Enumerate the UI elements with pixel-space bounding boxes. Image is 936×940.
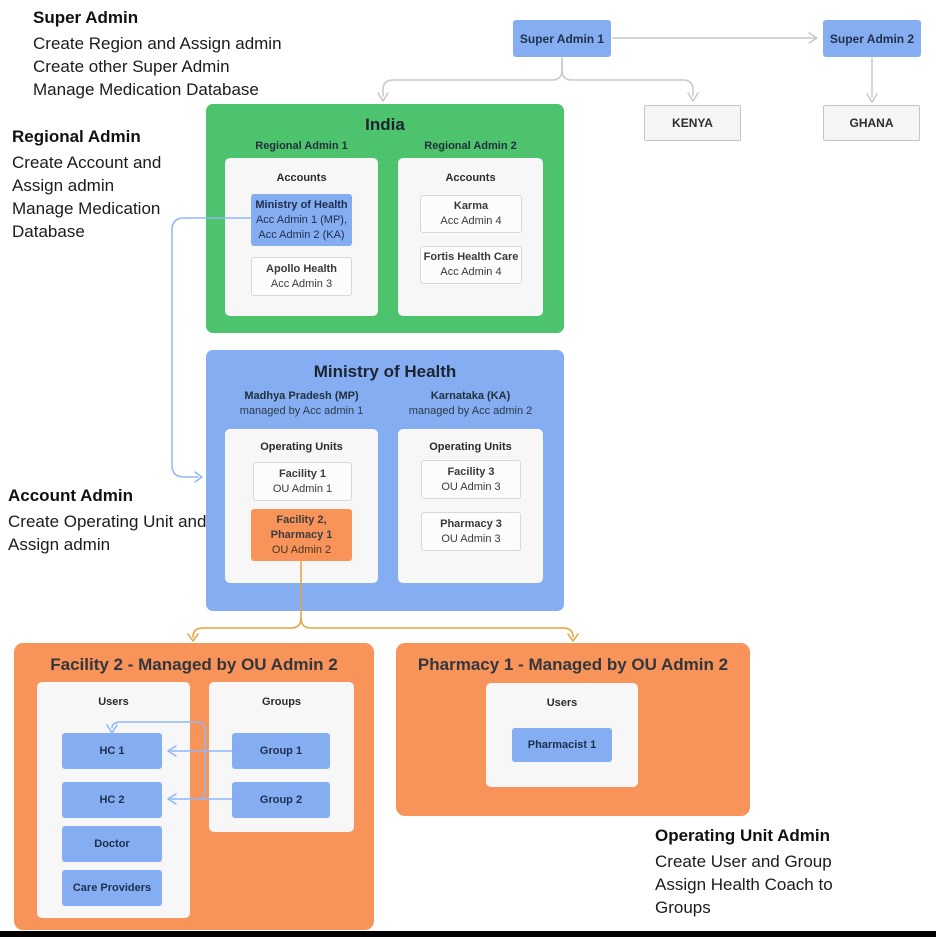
note-line: Assign Health Coach to bbox=[655, 875, 833, 894]
super-admin-note-title: Super Admin bbox=[33, 8, 139, 27]
regional-admin-note-title: Regional Admin bbox=[12, 127, 141, 146]
regional-admin-1-accounts-panel: Accounts Ministry of Health Acc Admin 1 … bbox=[225, 158, 378, 316]
group-chip-2: Group 2 bbox=[232, 782, 330, 818]
facility-2-pharmacy-1-card: Facility 2, Pharmacy 1 OU Admin 2 bbox=[251, 509, 352, 561]
arrowhead-down-icon bbox=[187, 633, 199, 642]
arrowhead-down-icon bbox=[866, 93, 878, 103]
ka-operating-units-panel: Operating Units Facility 3 OU Admin 3 Ph… bbox=[398, 429, 543, 583]
facility-2-users-panel: Users HC 1 HC 2 Doctor Care Providers bbox=[37, 682, 190, 918]
regional-admin-1-label: Regional Admin 1 bbox=[255, 140, 348, 152]
pharmacy-1-region-title: Pharmacy 1 - Managed by OU Admin 2 bbox=[417, 655, 729, 674]
note-line: Create Operating Unit and bbox=[8, 512, 207, 531]
madhya-pradesh-sublabel: managed by Acc admin 1 bbox=[239, 405, 364, 417]
bottom-bar bbox=[0, 931, 936, 937]
edge-oucard-to-pharmacy1 bbox=[300, 617, 574, 638]
operating-units-panel-title: Operating Units bbox=[429, 441, 512, 453]
unit-name: Facility 3 bbox=[447, 465, 495, 478]
account-admin-line: Acc Admin 2 (KA) bbox=[258, 228, 345, 241]
note-line: Assign admin bbox=[12, 176, 115, 195]
facility-1-card: Facility 1 OU Admin 1 bbox=[253, 462, 352, 501]
unit-name: Pharmacy 1 bbox=[270, 528, 333, 541]
mp-operating-units-panel: Operating Units Facility 1 OU Admin 1 Fa… bbox=[225, 429, 378, 583]
operating-unit-admin-note: Operating Unit Admin Create User and Gro… bbox=[655, 824, 833, 919]
pharmacy-3-card: Pharmacy 3 OU Admin 3 bbox=[421, 512, 521, 551]
arrowhead-down-icon bbox=[567, 633, 579, 642]
super-admin-1-node: Super Admin 1 bbox=[513, 20, 611, 57]
user-chip-pharmacist-1: Pharmacist 1 bbox=[512, 728, 612, 762]
note-line: Groups bbox=[655, 898, 711, 917]
note-line: Manage Medication Database bbox=[33, 80, 259, 99]
arrowhead-down-icon bbox=[377, 92, 389, 102]
kenya-node: KENYA bbox=[644, 105, 741, 141]
unit-name: Facility 1 bbox=[278, 467, 327, 480]
group-chip-1: Group 1 bbox=[232, 733, 330, 769]
madhya-pradesh-label: Madhya Pradesh (MP) bbox=[244, 390, 359, 402]
facility-3-card: Facility 3 OU Admin 3 bbox=[421, 460, 521, 499]
account-admin-line: Acc Admin 3 bbox=[270, 277, 333, 290]
karma-account-card: Karma Acc Admin 4 bbox=[420, 195, 522, 233]
ministry-of-health-account-card: Ministry of Health Acc Admin 1 (MP), Acc… bbox=[251, 194, 352, 246]
unit-admin-line: OU Admin 3 bbox=[441, 480, 501, 493]
account-name: Ministry of Health bbox=[255, 198, 348, 211]
operating-unit-admin-note-title: Operating Unit Admin bbox=[655, 826, 831, 845]
karnataka-label: Karnataka (KA) bbox=[430, 390, 511, 402]
pharmacy-1-users-panel: Users Pharmacist 1 bbox=[486, 683, 638, 787]
user-chip-doctor: Doctor bbox=[62, 826, 162, 862]
account-admin-line: Acc Admin 4 bbox=[440, 266, 502, 278]
india-region: India Regional Admin 1 Regional Admin 2 … bbox=[206, 104, 564, 333]
unit-name: Pharmacy 3 bbox=[440, 517, 502, 530]
accounts-panel-title: Accounts bbox=[276, 172, 327, 184]
karnataka-sublabel: managed by Acc admin 2 bbox=[408, 405, 533, 417]
user-chip-care-providers: Care Providers bbox=[62, 870, 162, 906]
super-admin-note: Super Admin Create Region and Assign adm… bbox=[33, 6, 282, 101]
apollo-health-account-card: Apollo Health Acc Admin 3 bbox=[251, 257, 352, 296]
users-panel-title: Users bbox=[546, 697, 578, 709]
pharmacy-1-region: Pharmacy 1 - Managed by OU Admin 2 Users… bbox=[396, 643, 750, 816]
groups-panel-title: Groups bbox=[261, 696, 302, 708]
account-name: Fortis Health Care bbox=[423, 251, 519, 263]
unit-admin-line: OU Admin 2 bbox=[271, 543, 332, 556]
unit-admin-line: OU Admin 3 bbox=[441, 532, 501, 545]
account-admin-note: Account Admin Create Operating Unit and … bbox=[8, 484, 206, 556]
unit-name: Facility 2, bbox=[276, 513, 327, 526]
users-panel-title: Users bbox=[98, 696, 129, 708]
note-line: Create User and Group bbox=[655, 852, 832, 871]
arrowhead-right-icon bbox=[808, 32, 818, 44]
ministry-region-title: Ministry of Health bbox=[313, 362, 457, 381]
note-line: Create other Super Admin bbox=[33, 57, 230, 76]
note-line: Manage Medication bbox=[12, 199, 161, 218]
note-line: Database bbox=[12, 222, 85, 241]
fortis-account-card: Fortis Health Care Acc Admin 4 bbox=[420, 246, 522, 284]
note-line: Create Region and Assign admin bbox=[33, 34, 282, 53]
account-name: Karma bbox=[453, 200, 489, 212]
account-admin-note-title: Account Admin bbox=[8, 486, 133, 505]
facility-2-region-title: Facility 2 - Managed by OU Admin 2 bbox=[50, 655, 338, 674]
user-chip-hc2: HC 2 bbox=[62, 782, 162, 818]
regional-admin-2-accounts-panel: Accounts Karma Acc Admin 4 Fortis Health… bbox=[398, 158, 543, 316]
note-line: Assign admin bbox=[8, 535, 111, 554]
super-admin-2-node: Super Admin 2 bbox=[823, 20, 921, 57]
edge-superadmin1-kenya bbox=[561, 57, 694, 97]
account-admin-line: Acc Admin 4 bbox=[440, 215, 502, 227]
account-admin-line: Acc Admin 1 (MP), bbox=[255, 213, 348, 226]
account-name: Apollo Health bbox=[266, 262, 337, 275]
accounts-panel-title: Accounts bbox=[445, 172, 496, 184]
operating-units-panel-title: Operating Units bbox=[260, 441, 343, 453]
edge-superadmin1-india bbox=[382, 57, 563, 97]
arrowhead-right-icon bbox=[194, 471, 203, 483]
regional-admin-2-label: Regional Admin 2 bbox=[424, 140, 517, 152]
user-chip-hc1: HC 1 bbox=[62, 733, 162, 769]
regional-admin-note: Regional Admin Create Account and Assign… bbox=[12, 125, 161, 243]
note-line: Create Account and bbox=[12, 153, 162, 172]
facility-2-region: Facility 2 - Managed by OU Admin 2 Users… bbox=[14, 643, 374, 930]
india-region-title: India bbox=[365, 115, 405, 134]
facility-2-groups-panel: Groups Group 1 Group 2 bbox=[209, 682, 354, 832]
unit-admin-line: OU Admin 1 bbox=[272, 482, 333, 495]
ministry-of-health-region: Ministry of Health Madhya Pradesh (MP) m… bbox=[206, 350, 564, 611]
arrowhead-down-icon bbox=[687, 92, 699, 102]
ghana-node: GHANA bbox=[823, 105, 920, 141]
